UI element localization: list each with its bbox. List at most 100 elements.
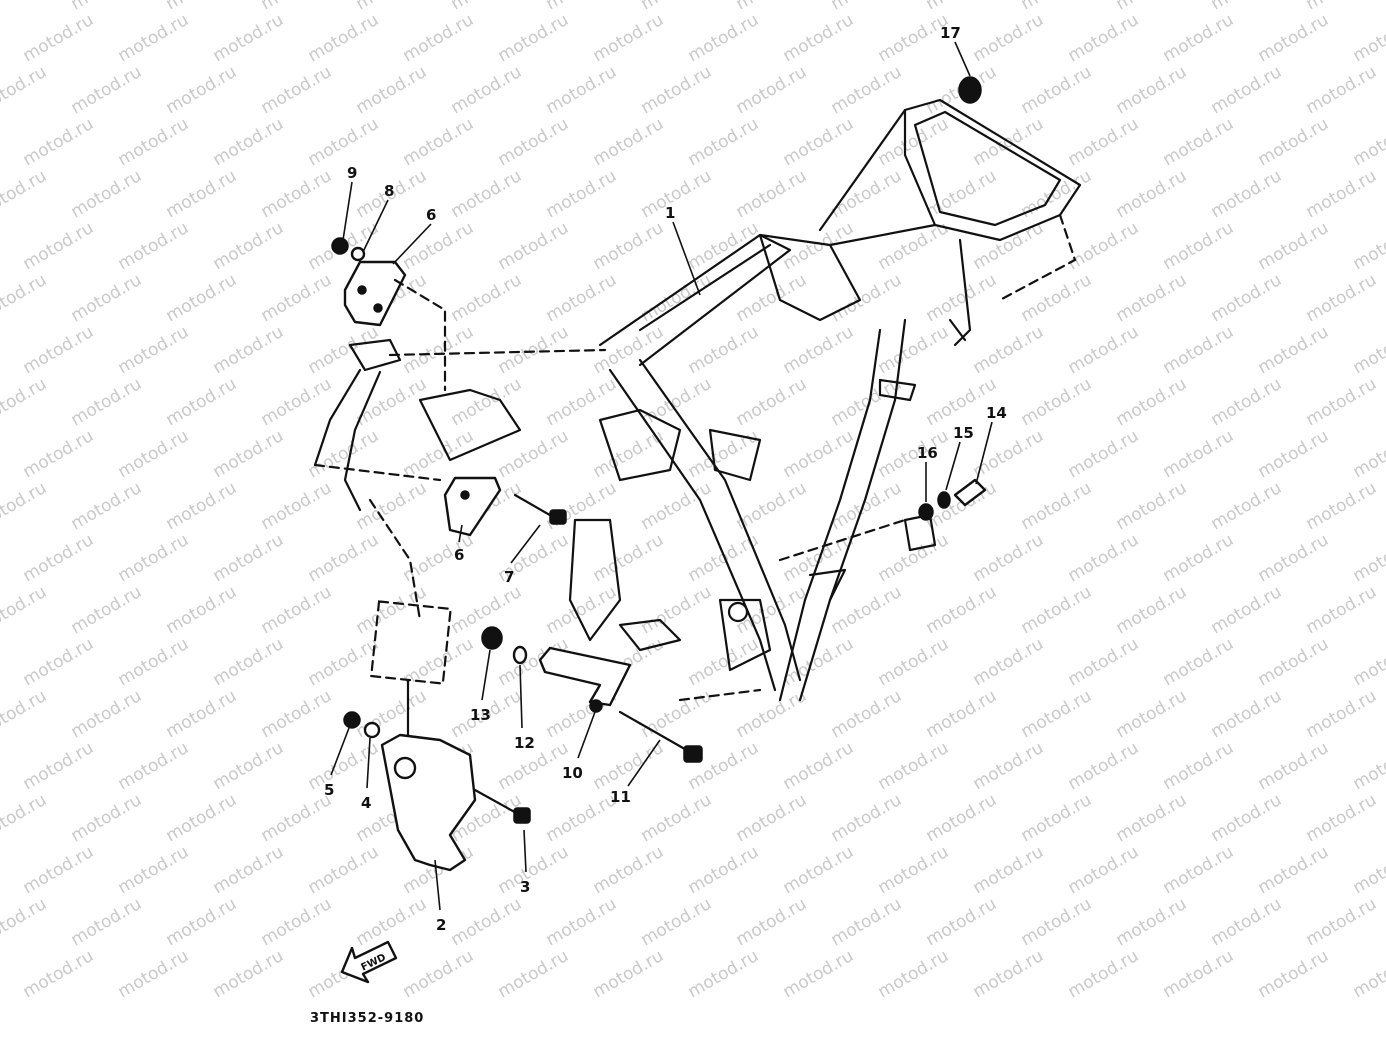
watermark-text: motod.ru [68, 686, 146, 742]
watermark-text: motod.ru [210, 218, 288, 274]
watermark-text: motod.ru [258, 0, 336, 14]
watermark-text: motod.ru [68, 582, 146, 638]
watermark-text: motod.ru [163, 270, 241, 326]
watermark-text: motod.ru [495, 114, 573, 170]
watermark-text: motod.ru [68, 270, 146, 326]
watermark-text: motod.ru [1303, 894, 1381, 950]
watermark-text: motod.ru [875, 530, 953, 586]
callout-8: 8 [384, 182, 394, 200]
watermark-text: motod.ru [1350, 218, 1386, 274]
watermark-text: motod.ru [305, 530, 383, 586]
watermark-text: motod.ru [543, 478, 621, 534]
watermark-text: motod.ru [543, 582, 621, 638]
watermark-text: motod.ru [1160, 426, 1238, 482]
watermark-text: motod.ru [1018, 582, 1096, 638]
callout-11: 11 [610, 788, 631, 806]
watermark-text: motod.ru [163, 582, 241, 638]
callout-16: 16 [917, 444, 938, 462]
watermark-text: motod.ru [923, 790, 1001, 846]
watermark-text: motod.ru [638, 582, 716, 638]
watermark-text: motod.ru [305, 426, 383, 482]
watermark-text: motod.ru [1065, 530, 1143, 586]
watermark-text: motod.ru [1255, 114, 1333, 170]
watermark-text: motod.ru [353, 62, 431, 118]
watermark-text: motod.ru [543, 166, 621, 222]
watermark-text: motod.ru [20, 10, 98, 66]
watermark-text: motod.ru [875, 426, 953, 482]
watermark-text: motod.ru [1018, 478, 1096, 534]
watermark-text: motod.ru [115, 634, 193, 690]
watermark-text: motod.ru [495, 10, 573, 66]
watermark-text: motod.ru [353, 894, 431, 950]
watermark-text: motod.ru [68, 62, 146, 118]
watermark-text: motod.ru [495, 842, 573, 898]
watermark-text: motod.ru [970, 634, 1048, 690]
watermark-text: motod.ru [970, 218, 1048, 274]
watermark-text: motod.ru [115, 530, 193, 586]
watermark-text: motod.ru [1350, 10, 1386, 66]
watermark-text: motod.ru [970, 842, 1048, 898]
watermark-text: motod.ru [638, 686, 716, 742]
watermark-text: motod.ru [590, 530, 668, 586]
diagram-code: 3THI352-9180 [310, 1011, 424, 1026]
watermark-text: motod.ru [828, 894, 906, 950]
watermark-text: motod.ru [780, 322, 858, 378]
watermark-text: motod.ru [685, 946, 763, 1002]
watermark-text: motod.ru [1303, 270, 1381, 326]
watermark-text: motod.ru [1018, 894, 1096, 950]
watermark-text: motod.ru [543, 894, 621, 950]
watermark-text: motod.ru [1303, 62, 1381, 118]
watermark-text: motod.ru [1018, 0, 1096, 14]
watermark-text: motod.ru [0, 894, 50, 950]
watermark-text: motod.ru [970, 10, 1048, 66]
watermark-text: motod.ru [1113, 894, 1191, 950]
watermark-text: motod.ru [780, 218, 858, 274]
watermark-text: motod.ru [68, 166, 146, 222]
watermark-text: motod.ru [875, 114, 953, 170]
watermark-text: motod.ru [1255, 634, 1333, 690]
watermark-text: motod.ru [305, 738, 383, 794]
watermark-text: motod.ru [1160, 946, 1238, 1002]
watermark-text: motod.ru [1255, 842, 1333, 898]
callout-4: 4 [361, 794, 371, 812]
watermark-text: motod.ru [1303, 582, 1381, 638]
callout-10: 10 [562, 764, 583, 782]
watermark-text: motod.ru [163, 478, 241, 534]
watermark-text: motod.ru [733, 894, 811, 950]
watermark-text: motod.ru [115, 842, 193, 898]
watermark-text: motod.ru [828, 270, 906, 326]
watermark-text: motod.ru [400, 114, 478, 170]
watermark-text: motod.ru [20, 946, 98, 1002]
watermark-text: motod.ru [638, 270, 716, 326]
watermark-text: motod.ru [1160, 738, 1238, 794]
watermark-text: motod.ru [1018, 790, 1096, 846]
watermark-text: motod.ru [68, 0, 146, 14]
watermark-text: motod.ru [1350, 842, 1386, 898]
watermark-text: motod.ru [685, 842, 763, 898]
watermark-text: motod.ru [733, 374, 811, 430]
watermark-text: motod.ru [448, 0, 526, 14]
watermark-text: motod.ru [68, 790, 146, 846]
watermark-text: motod.ru [1255, 426, 1333, 482]
watermark-text: motod.ru [1018, 270, 1096, 326]
watermark-text: motod.ru [590, 946, 668, 1002]
watermark-text: motod.ru [970, 738, 1048, 794]
watermark-text: motod.ru [1113, 582, 1191, 638]
watermark-text: motod.ru [923, 686, 1001, 742]
watermark-text: motod.ru [353, 478, 431, 534]
watermark-text: motod.ru [1113, 478, 1191, 534]
watermark-text: motod.ru [163, 374, 241, 430]
watermark-text: motod.ru [353, 686, 431, 742]
watermark-text: motod.ru [733, 686, 811, 742]
watermark-text: motod.ru [1113, 374, 1191, 430]
watermark-text: motod.ru [210, 946, 288, 1002]
watermark-text: motod.ru [638, 894, 716, 950]
watermark-text: motod.ru [923, 894, 1001, 950]
watermark-text: motod.ru [543, 270, 621, 326]
callout-3: 3 [520, 878, 530, 896]
watermark-text: motod.ru [875, 322, 953, 378]
watermark-text: motod.ru [1065, 842, 1143, 898]
watermark-text: motod.ru [1255, 530, 1333, 586]
watermark-text: motod.ru [20, 426, 98, 482]
watermark-text: motod.ru [0, 166, 50, 222]
